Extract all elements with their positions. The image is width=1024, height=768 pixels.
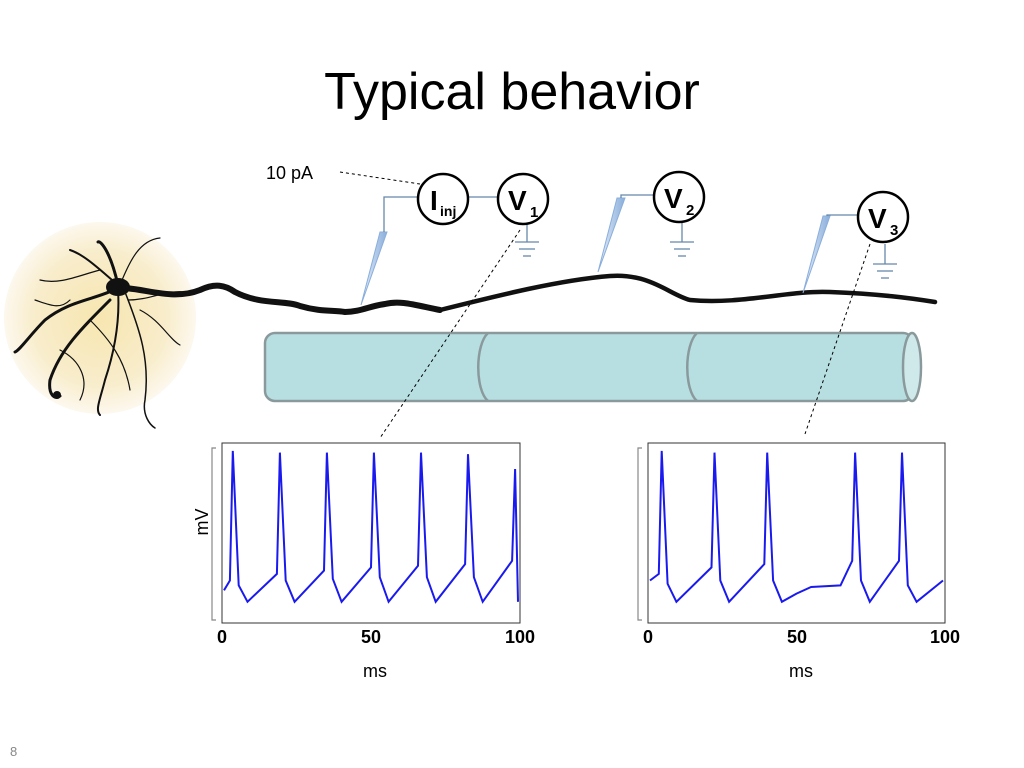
iinj-sub: inj <box>440 203 456 219</box>
plot-v1-xtick-0: 0 <box>217 627 227 647</box>
electrode-wires <box>383 194 897 279</box>
current-injection-electrode: I inj <box>416 172 470 226</box>
plot-v3: 0 50 100 ms <box>637 442 960 681</box>
neuron-image <box>4 222 196 429</box>
v2-sub: 2 <box>686 202 694 219</box>
plot-v3-yaxis-bracket <box>637 447 642 621</box>
v3-main: V <box>868 203 887 234</box>
v1-sub: 1 <box>530 204 538 221</box>
plot-v3-xlabel: ms <box>789 661 813 681</box>
slide-title: Typical behavior <box>324 63 700 121</box>
plot-v1-xlabel: ms <box>363 661 387 681</box>
plot-v3-xtick-100: 100 <box>930 627 960 647</box>
slide-number: 8 <box>10 744 18 759</box>
plot-v1-yaxis-bracket <box>211 447 216 621</box>
v3-sub: 3 <box>890 222 898 239</box>
v2-main: V <box>664 183 683 214</box>
plot-v3-xtick-50: 50 <box>787 627 807 647</box>
iinj-main: I <box>430 185 438 216</box>
plot-v1: 0 50 100 ms mV <box>192 442 535 681</box>
plot-v1-xtick-50: 50 <box>361 627 381 647</box>
dashed-connectors <box>339 171 871 439</box>
plot-v1-xtick-100: 100 <box>505 627 535 647</box>
recording-electrode-v1: V 1 <box>496 172 550 226</box>
neurite-smooth <box>437 273 938 313</box>
stimulus-current-label: 10 pA <box>266 163 313 183</box>
plot-v1-trace <box>223 450 519 604</box>
recording-electrode-v2: V 2 <box>652 170 706 224</box>
plot-v1-ylabel: mV <box>192 509 212 536</box>
cable-model <box>263 331 923 403</box>
v1-main: V <box>508 185 527 216</box>
plot-v3-trace <box>649 450 944 604</box>
plot-v3-xtick-0: 0 <box>643 627 653 647</box>
recording-electrode-v3: V 3 <box>856 190 910 244</box>
neurite-rough <box>122 282 443 316</box>
